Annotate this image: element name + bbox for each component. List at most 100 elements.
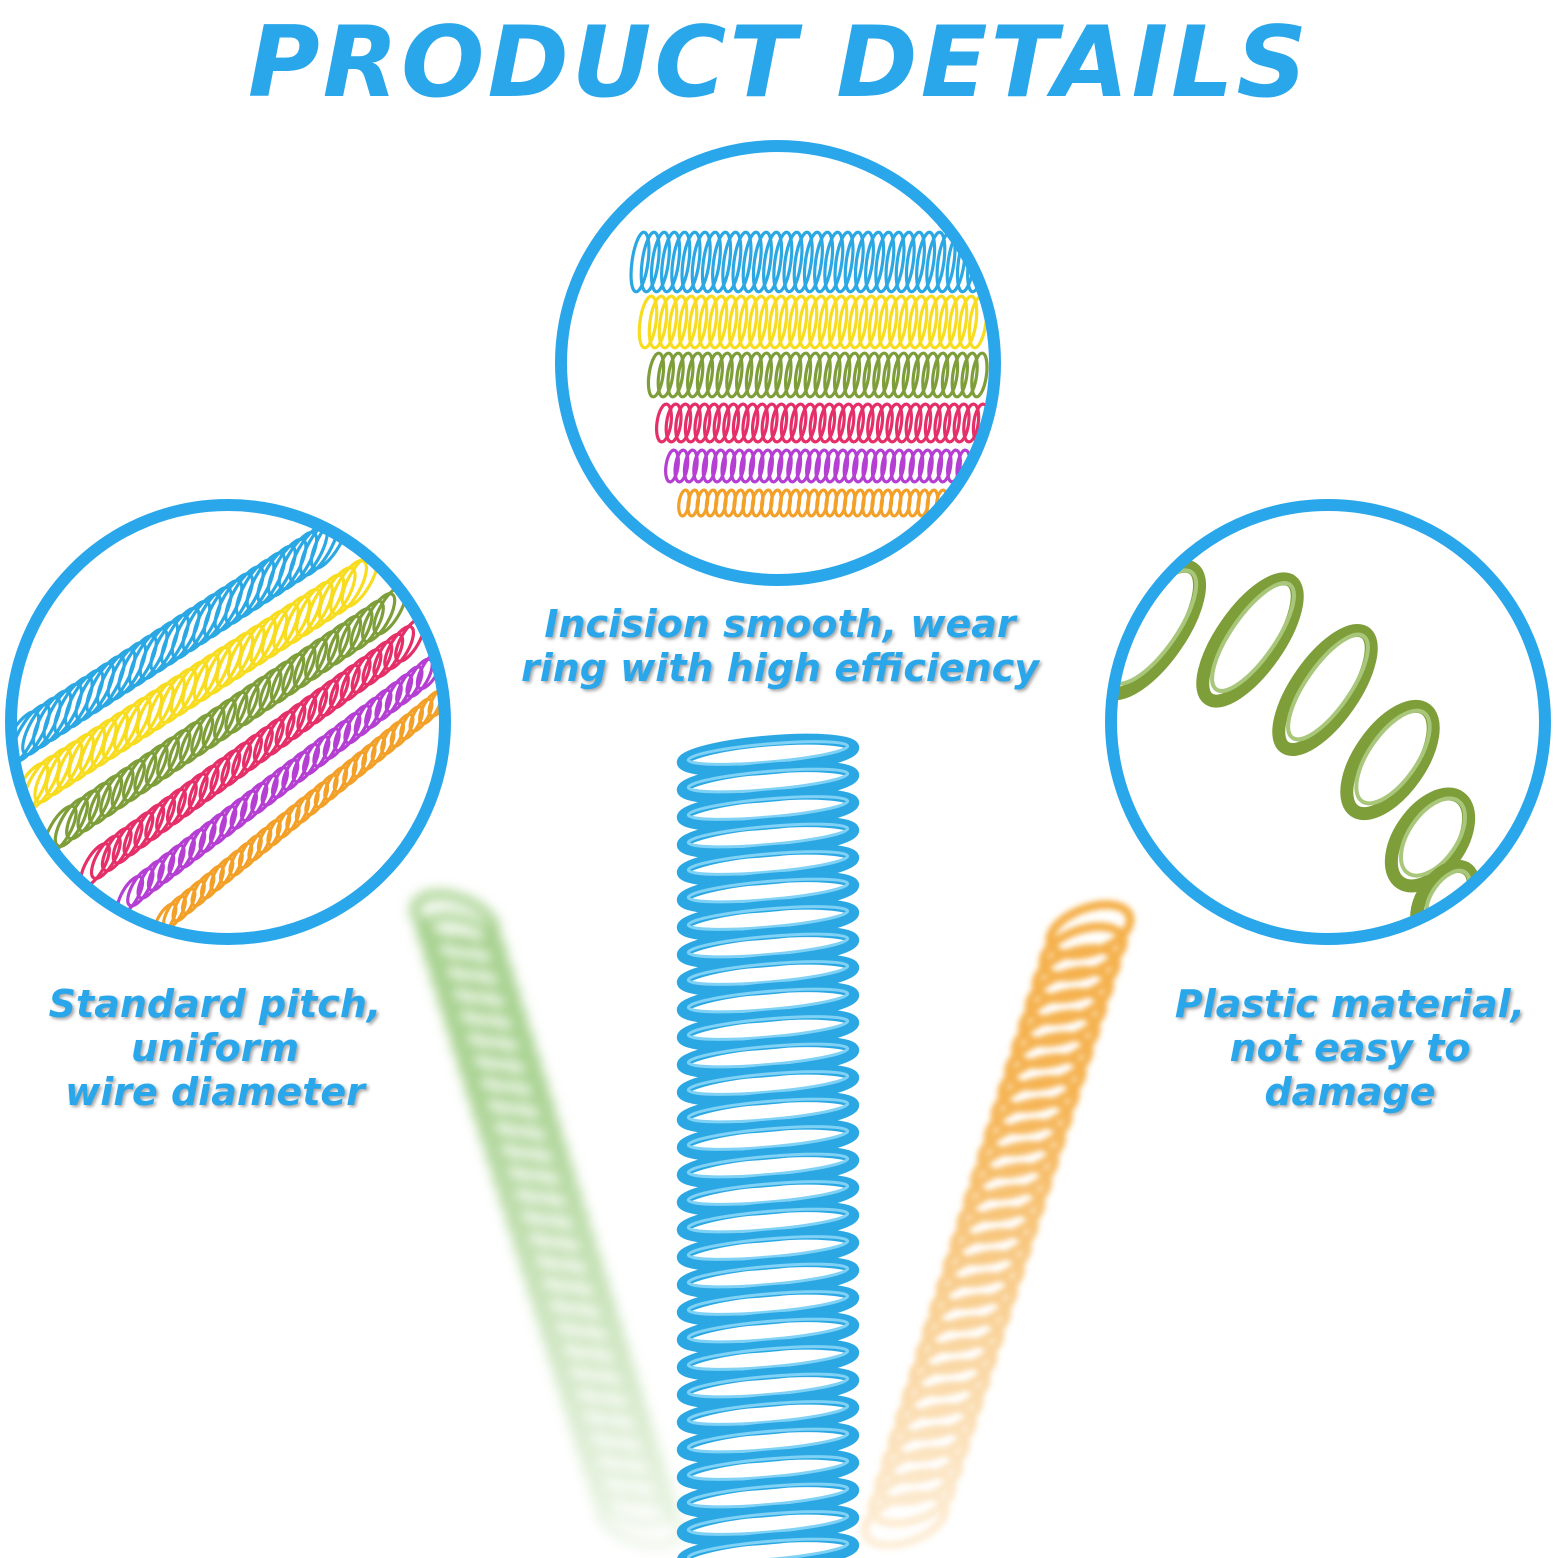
- coil-ring: [78, 718, 118, 775]
- coil-ring: [764, 351, 783, 399]
- coil-ring: [712, 402, 731, 444]
- coil-ring: [291, 742, 321, 784]
- coil-ring: [666, 351, 685, 399]
- coil-ring: [228, 841, 254, 877]
- coil-ring: [302, 735, 331, 776]
- coil-highlight: [686, 1180, 850, 1206]
- coil-ring: [285, 796, 311, 832]
- coil-ring: [885, 402, 904, 444]
- coil-ring: [715, 351, 734, 399]
- coil-ring: [931, 351, 950, 399]
- coil-ring: [767, 448, 784, 484]
- caption-line: damage: [1264, 1070, 1436, 1114]
- coil-ring: [744, 351, 764, 399]
- coil-ring: [852, 448, 868, 484]
- coil-ring: [894, 230, 916, 294]
- coil-ring: [124, 689, 164, 746]
- coil-ring: [936, 448, 953, 484]
- caption-plastic-material: Plastic material, not easy to damage: [1150, 982, 1550, 1114]
- coil-ring: [757, 294, 779, 350]
- coil-ring: [872, 351, 891, 399]
- coil-ring: [717, 294, 739, 350]
- coil-highlight: [686, 1455, 850, 1481]
- coil-highlight: [686, 1097, 850, 1124]
- coil-ring: [847, 294, 869, 350]
- coil-ring: [917, 294, 939, 350]
- coil-ring: [877, 294, 899, 350]
- coil-ring: [1196, 572, 1304, 708]
- coil-ring: [90, 711, 130, 768]
- coil-ring: [654, 402, 674, 444]
- coil-ring: [199, 864, 225, 900]
- coil-highlight: [686, 1235, 850, 1261]
- coil-highlight: [686, 905, 850, 931]
- coil-highlight: [686, 822, 850, 849]
- coil-ring: [772, 230, 794, 294]
- coil-highlight: [686, 1015, 850, 1041]
- coil-highlight: [1210, 581, 1296, 693]
- coil-ring: [923, 402, 942, 444]
- coil-ring: [891, 351, 911, 399]
- caption-incision-smooth: Incision smooth, wear ring with high eff…: [480, 602, 1080, 690]
- coil-ring: [383, 624, 416, 671]
- coil-ring: [680, 230, 702, 294]
- coil-ring: [673, 448, 690, 484]
- coil-ring: [707, 294, 729, 350]
- coil-ring: [657, 294, 679, 350]
- coil-ring: [770, 402, 789, 444]
- coil-ring: [701, 448, 718, 484]
- coil-ring: [667, 294, 689, 350]
- coil-ring: [867, 294, 889, 350]
- coil-highlight: [686, 1400, 850, 1426]
- coil-ring: [343, 704, 372, 745]
- coil-ring: [754, 351, 773, 399]
- coil-ring: [180, 879, 206, 915]
- coil-ring: [676, 1531, 860, 1558]
- coil-highlight: [686, 1317, 850, 1344]
- coil-ring: [686, 351, 705, 399]
- coil-ring: [767, 294, 789, 350]
- coil-ring: [747, 294, 769, 350]
- coil-ring: [787, 294, 809, 350]
- coil-ring: [313, 773, 339, 809]
- coil-ring: [861, 448, 878, 484]
- coil-ring: [304, 781, 330, 817]
- coil-ring: [389, 712, 415, 748]
- coil-ring: [364, 688, 393, 730]
- coil-highlight: [686, 1345, 850, 1371]
- coil-highlight: [1286, 632, 1370, 742]
- coil-ring: [970, 351, 989, 399]
- coil-ring: [237, 834, 263, 870]
- coil-ring: [827, 294, 849, 350]
- coil-ring: [353, 696, 383, 737]
- coil-ring: [374, 680, 403, 722]
- coil-ring: [911, 351, 930, 399]
- coil-ring: [852, 351, 871, 399]
- coil-ring: [247, 826, 273, 862]
- coil-ring: [795, 448, 812, 484]
- coil-ring: [135, 682, 175, 739]
- coil-ring: [312, 727, 341, 768]
- coil-highlight: [686, 1537, 850, 1558]
- coil-ring: [275, 803, 301, 839]
- coil-ring: [927, 294, 949, 350]
- coil-ring: [705, 351, 724, 399]
- coil-ring: [697, 294, 719, 350]
- coil-ring: [181, 653, 221, 710]
- coil-ring: [157, 843, 186, 885]
- coil-ring: [1384, 787, 1476, 893]
- coil-ring: [833, 230, 855, 294]
- coil-ring: [656, 351, 675, 399]
- coil-ring: [750, 402, 770, 444]
- coil-ring: [857, 294, 879, 350]
- coil-ring: [256, 818, 282, 855]
- coil-ring: [693, 402, 712, 444]
- coil-ring: [329, 559, 368, 616]
- coil-ring: [817, 294, 839, 350]
- coil-ring: [711, 448, 727, 484]
- coil-ring: [690, 230, 712, 294]
- coil-ring: [219, 797, 248, 838]
- coil-ring: [727, 294, 749, 350]
- coil-ring: [774, 351, 793, 399]
- caption-line: not easy to: [1229, 1026, 1471, 1070]
